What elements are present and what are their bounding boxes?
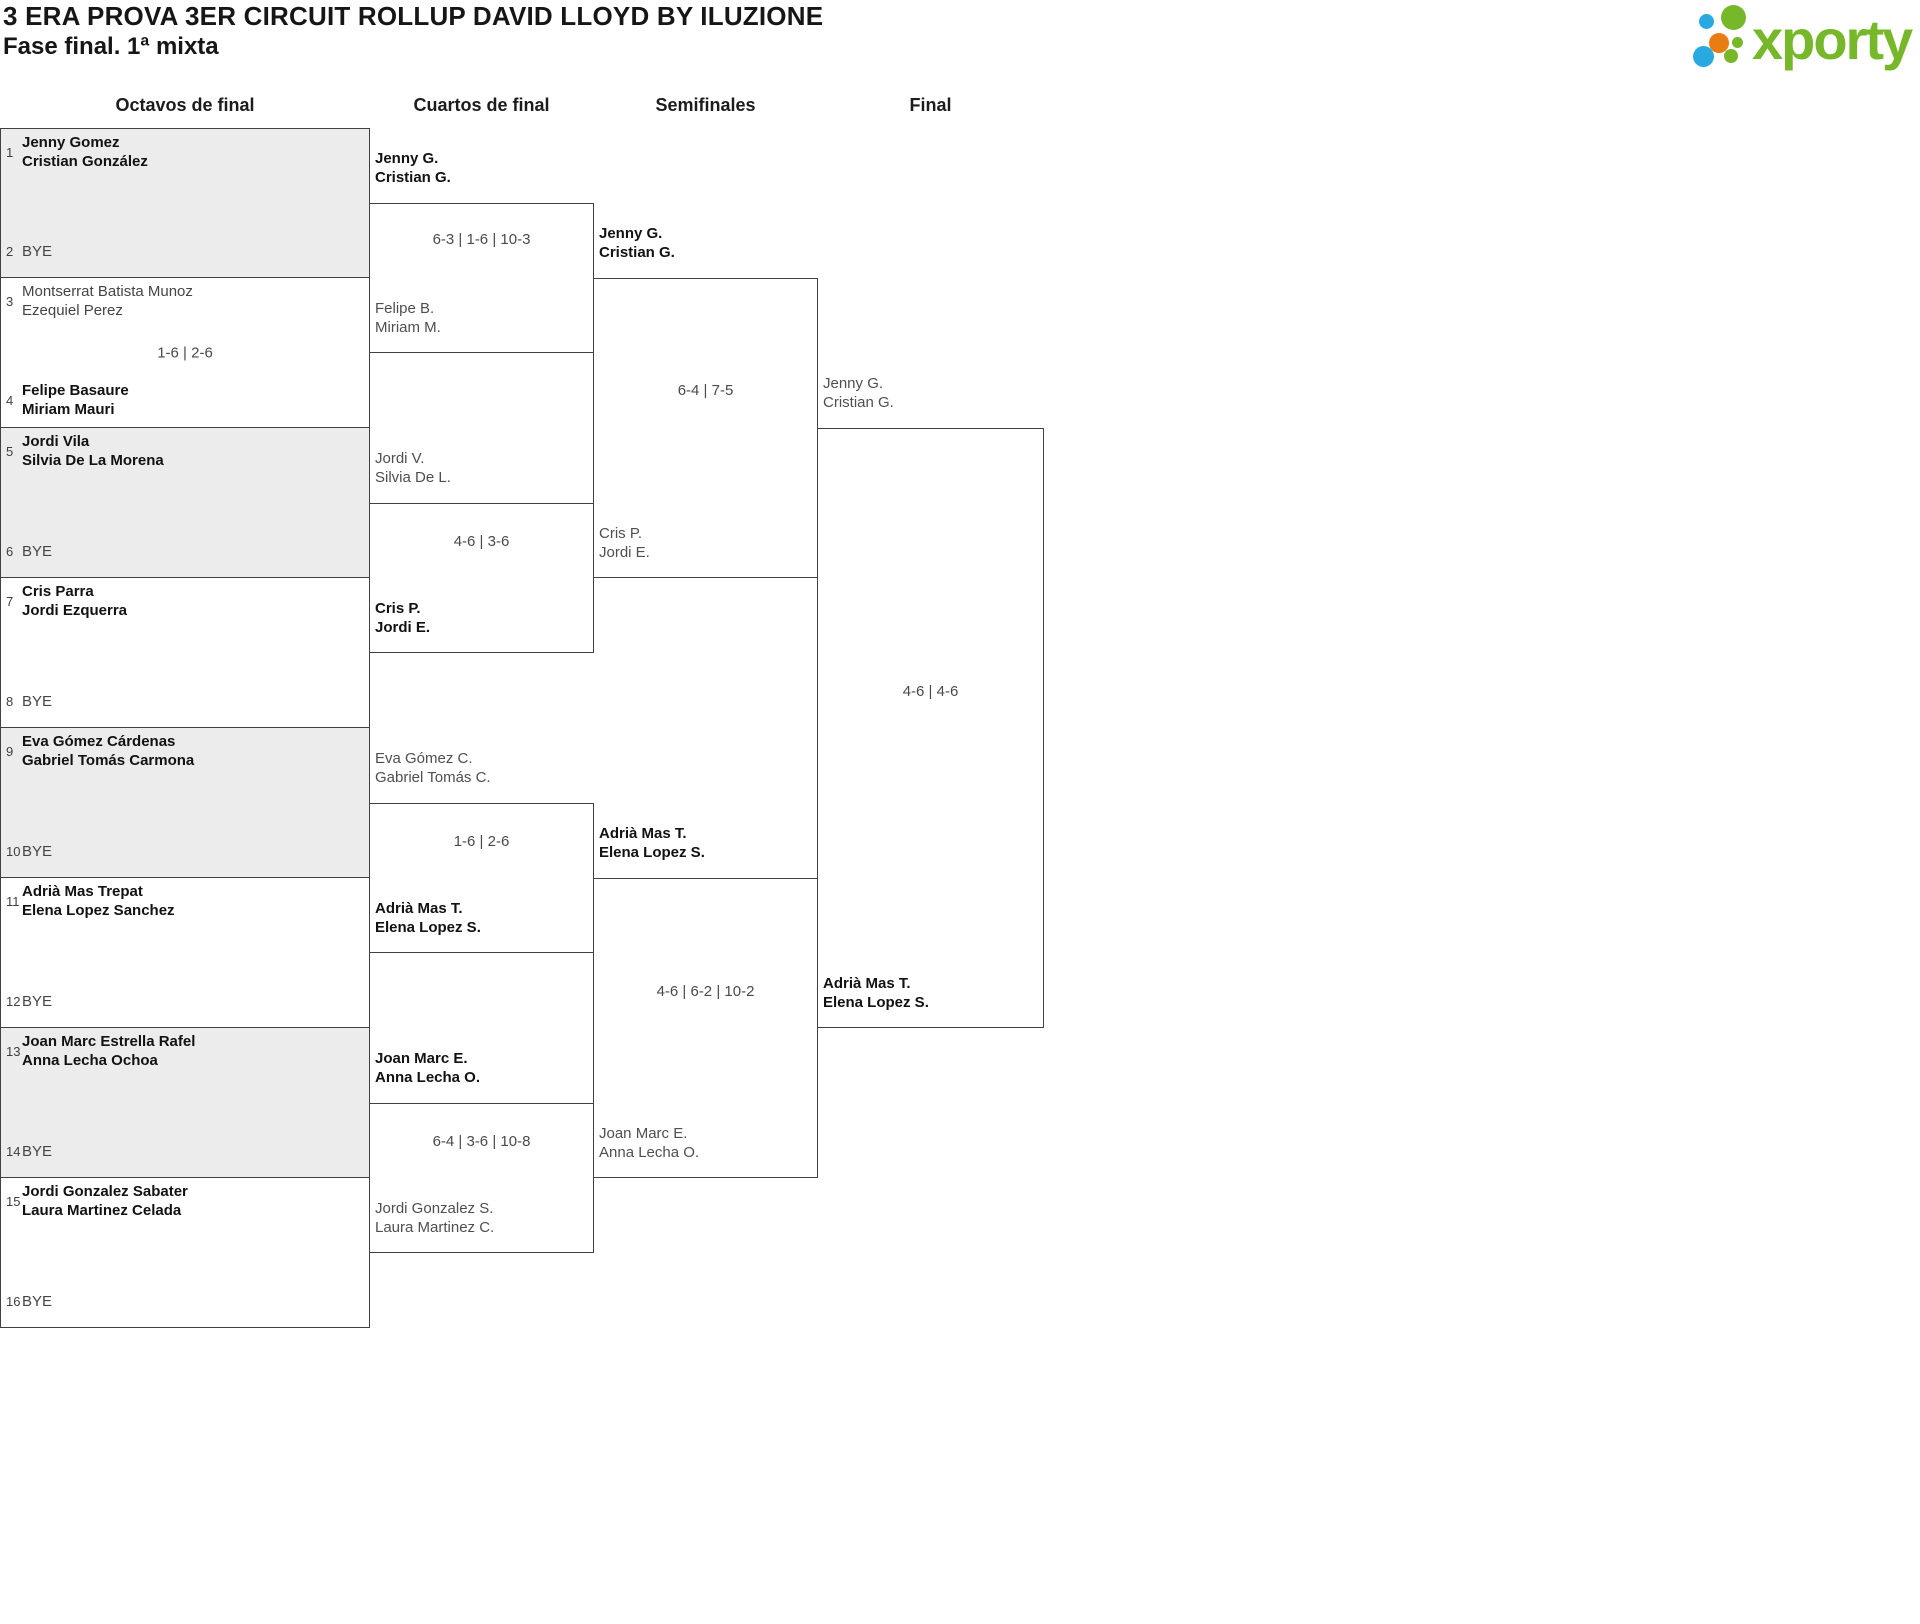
- seed-number: 15: [6, 1193, 21, 1209]
- seed-number: 11: [6, 893, 20, 909]
- xporty-logo-text: xporty: [1752, 8, 1913, 71]
- match-score: 6-4 | 7-5: [677, 382, 734, 399]
- match-score: 6-3 | 1-6 | 10-3: [432, 231, 531, 248]
- seed-number: 16: [6, 1294, 21, 1309]
- team-pair: BYE: [22, 543, 53, 560]
- logo-dot-orange: [1709, 33, 1729, 53]
- semifinal-2-box: [593, 878, 818, 1178]
- team-pair: BYE: [22, 243, 53, 260]
- cuartos-match-4-box: [369, 1103, 594, 1253]
- team-pair[interactable]: Cris P.Jordi E.: [375, 600, 431, 636]
- team-pair: BYE: [22, 993, 53, 1010]
- team-pair[interactable]: Adrià Mas T.Elena Lopez S.: [599, 825, 705, 861]
- team-pair[interactable]: Jenny G.Cristian G.: [823, 375, 894, 411]
- team-pair[interactable]: Adrià Mas T.Elena Lopez S.: [823, 975, 929, 1011]
- seed-number: 8: [6, 694, 14, 709]
- match-score: 4-6 | 4-6: [902, 683, 959, 700]
- match-score: 4-6 | 3-6: [453, 533, 510, 550]
- team-pair[interactable]: Jenny G.Cristian G.: [599, 225, 675, 261]
- team-pair[interactable]: Cris P.Jordi E.: [599, 525, 650, 561]
- logo-dot-green-small: [1724, 49, 1738, 63]
- page-subtitle: Fase final. 1ª mixta: [3, 33, 219, 60]
- xporty-logo[interactable]: xporty: [1690, 2, 1920, 82]
- seed-number: 13: [6, 1043, 21, 1059]
- team-pair[interactable]: Jenny G.Cristian G.: [375, 150, 451, 186]
- team-pair: BYE: [22, 693, 53, 710]
- team-pair[interactable]: Joan Marc E.Anna Lecha O.: [375, 1050, 481, 1086]
- team-pair[interactable]: Jordi Gonzalez S.Laura Martinez C.: [375, 1200, 495, 1236]
- seed-number: 12: [6, 994, 21, 1009]
- final-box: [817, 428, 1044, 1028]
- team-pair: BYE: [22, 1143, 53, 1160]
- team-pair[interactable]: Felipe B.Miriam M.: [375, 300, 441, 336]
- logo-dot-blue-small: [1699, 14, 1714, 29]
- team-pair[interactable]: Adrià Mas T.Elena Lopez S.: [375, 900, 481, 936]
- match-score: 4-6 | 6-2 | 10-2: [656, 983, 755, 1000]
- seed-number: 2: [6, 244, 14, 259]
- seed-number: 7: [6, 593, 14, 609]
- team-pair[interactable]: Jordi V.Silvia De L.: [375, 450, 451, 486]
- team-pair[interactable]: Joan Marc E.Anna Lecha O.: [599, 1125, 700, 1161]
- team-pair[interactable]: Eva Gómez C.Gabriel Tomás C.: [375, 750, 491, 786]
- page-title: 3 ERA PROVA 3ER CIRCUIT ROLLUP DAVID LLO…: [3, 1, 824, 31]
- round-header-final: Final: [909, 95, 952, 115]
- team-pair: BYE: [22, 1293, 53, 1310]
- seed-number: 4: [6, 392, 14, 408]
- logo-dot-blue-large: [1693, 46, 1714, 67]
- seed-number: 1: [6, 144, 14, 160]
- seed-number: 14: [6, 1144, 21, 1159]
- seed-number: 9: [6, 743, 14, 759]
- round-header-cuartos: Cuartos de final: [413, 95, 550, 115]
- team-pair: BYE: [22, 843, 53, 860]
- logo-dot-green-large: [1721, 5, 1746, 30]
- match-score: 1-6 | 2-6: [157, 344, 213, 361]
- round-header-octavos: Octavos de final: [115, 95, 255, 115]
- round-header-semifinales: Semifinales: [655, 95, 756, 115]
- seed-number: 10: [6, 844, 21, 859]
- seed-number: 5: [6, 443, 14, 459]
- logo-dot-green-tiny: [1732, 37, 1743, 48]
- seed-number: 3: [6, 293, 14, 309]
- match-score: 1-6 | 2-6: [453, 833, 510, 850]
- cuartos-match-2-box: [369, 503, 594, 653]
- match-score: 6-4 | 3-6 | 10-8: [432, 1133, 531, 1150]
- seed-number: 6: [6, 544, 14, 559]
